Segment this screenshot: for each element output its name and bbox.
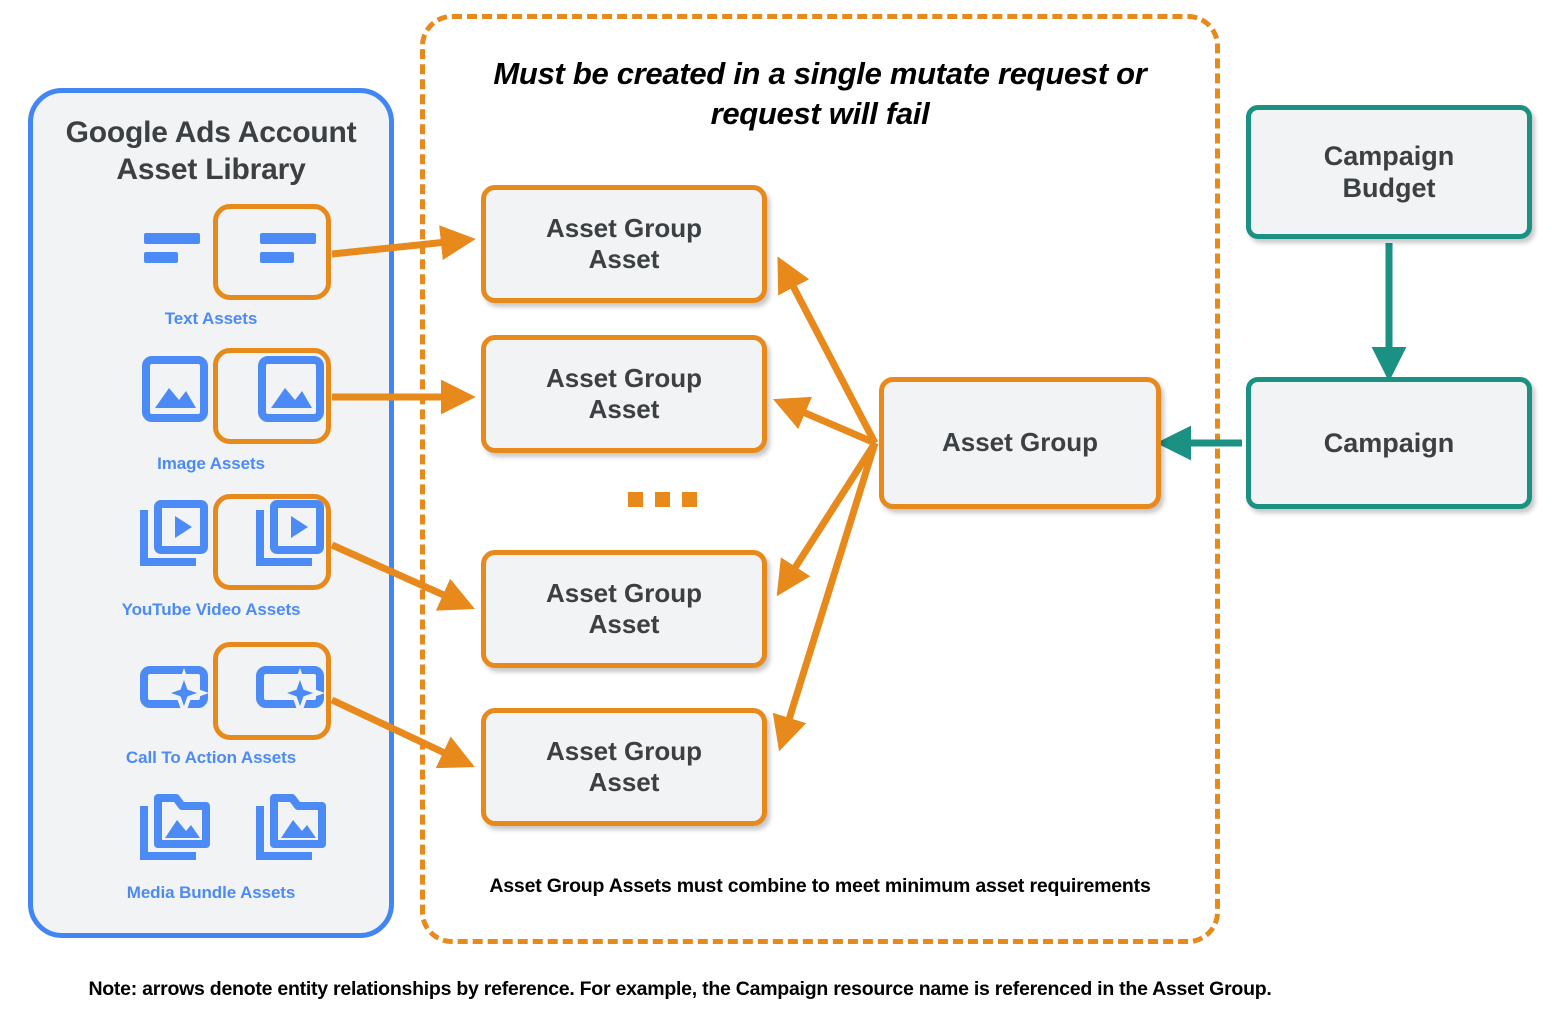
asset-library-panel: Google Ads Account Asset Library — [28, 88, 394, 938]
asset-row-video: YouTube Video Assets — [28, 494, 394, 619]
media-bundle-icon-2 — [250, 788, 328, 871]
video-stack-icon — [136, 496, 214, 579]
ellipsis-indicator — [628, 492, 697, 507]
asset-group-asset-box-2[interactable]: Asset Group Asset — [481, 335, 767, 453]
asset-row-image: Image Assets — [28, 348, 394, 473]
asset-group-box[interactable]: Asset Group — [879, 377, 1161, 509]
asset-row-text: Text Assets — [28, 204, 394, 328]
asset-group-asset-label: Asset Group Asset — [545, 577, 703, 639]
asset-row-media-bundle: Media Bundle Assets — [28, 788, 394, 902]
asset-group-asset-label: Asset Group Asset — [545, 362, 703, 424]
cta-sparkle-icon — [136, 648, 214, 731]
highlight-box-cta-assets — [213, 642, 331, 740]
asset-row-label-image: Image Assets — [157, 454, 265, 473]
asset-row-cta: Call To Action Assets — [28, 642, 394, 767]
asset-row-label-video: YouTube Video Assets — [121, 600, 301, 619]
asset-group-asset-box-4[interactable]: Asset Group Asset — [481, 708, 767, 826]
text-lines-icon — [136, 205, 214, 288]
text-lines-icon-highlighted — [250, 205, 328, 288]
asset-group-label: Asset Group — [941, 427, 1099, 458]
campaign-budget-label: Campaign Budget — [1323, 140, 1455, 203]
highlight-box-video-assets — [213, 494, 331, 590]
asset-group-asset-box-1[interactable]: Asset Group Asset — [481, 185, 767, 303]
library-title: Google Ads Account Asset Library — [65, 116, 357, 186]
image-icon — [136, 350, 214, 433]
asset-group-asset-label: Asset Group Asset — [545, 735, 703, 797]
footer-note: Note: arrows denote entity relationships… — [88, 978, 1272, 1000]
asset-group-asset-box-3[interactable]: Asset Group Asset — [481, 550, 767, 668]
minimum-requirements-caption: Asset Group Assets must combine to meet … — [489, 875, 1151, 897]
media-bundle-icon — [136, 788, 214, 871]
mutate-zone-heading: Must be created in a single mutate reque… — [493, 56, 1147, 131]
image-icon-highlighted — [250, 350, 328, 433]
asset-row-label-media-bundle: Media Bundle Assets — [126, 883, 296, 902]
campaign-box[interactable]: Campaign — [1246, 377, 1532, 509]
asset-row-label-cta: Call To Action Assets — [125, 748, 297, 767]
cta-sparkle-icon-highlighted — [250, 648, 328, 731]
highlight-box-image-assets — [213, 348, 331, 444]
video-stack-icon-highlighted — [250, 496, 328, 579]
highlight-box-text-assets — [213, 204, 331, 300]
asset-row-label-text: Text Assets — [164, 309, 258, 328]
campaign-label: Campaign — [1323, 427, 1455, 458]
campaign-budget-box[interactable]: Campaign Budget — [1246, 105, 1532, 239]
asset-group-asset-label: Asset Group Asset — [545, 212, 703, 274]
